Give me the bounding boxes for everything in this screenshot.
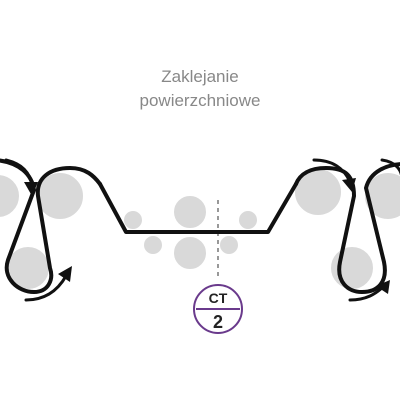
- roller: [172, 235, 208, 271]
- web-path-center: [98, 182, 298, 234]
- rotation-arrow-icon: [380, 158, 400, 176]
- rotation-arrow-icon: [312, 158, 356, 192]
- badge-top-label: CT: [209, 290, 228, 306]
- web-path-right: [294, 162, 400, 294]
- rotation-arrow-icon: [4, 158, 38, 196]
- middle-roller-group: [122, 194, 259, 271]
- roller: [237, 209, 259, 231]
- diagram-title-line-2: powierzchniowe: [140, 91, 261, 110]
- left-roller-group: [0, 171, 85, 291]
- roller: [122, 209, 144, 231]
- roller: [172, 194, 208, 230]
- roller: [142, 234, 164, 256]
- rotation-arrow-icon: [348, 280, 390, 302]
- rotation-arrow-icon: [24, 266, 72, 302]
- ct-badge: CT 2: [193, 284, 243, 334]
- diagram-title-line-1: Zaklejanie: [161, 67, 239, 86]
- badge-bottom-label: 2: [213, 312, 223, 332]
- roller: [218, 234, 240, 256]
- roller: [363, 171, 400, 221]
- roller: [329, 245, 375, 291]
- roller: [0, 173, 21, 219]
